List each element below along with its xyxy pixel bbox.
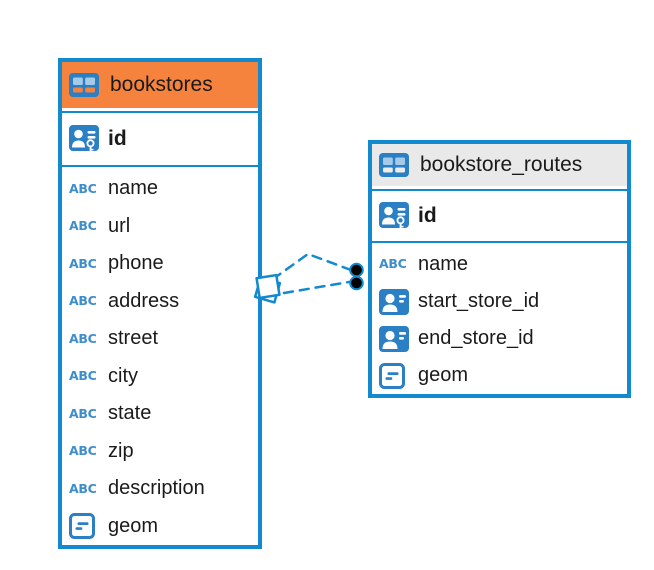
text-type-icon: ABC bbox=[69, 368, 97, 383]
relationship-endpoint-dot-top[interactable] bbox=[349, 262, 364, 278]
relationship-endpoint-dot-bottom[interactable] bbox=[349, 275, 364, 291]
column-name: state bbox=[108, 402, 152, 425]
column-row[interactable]: ABC url bbox=[62, 208, 258, 246]
table-title: bookstores bbox=[110, 73, 213, 96]
column-row[interactable]: ABC city bbox=[62, 358, 258, 396]
column-row[interactable]: start_store_id bbox=[372, 283, 627, 320]
text-type-icon: ABC bbox=[69, 480, 97, 496]
column-row[interactable]: geom bbox=[372, 357, 627, 394]
divider bbox=[372, 189, 627, 191]
text-type-icon: ABC bbox=[69, 293, 97, 308]
table-title: bookstore_routes bbox=[420, 153, 583, 176]
column-name: id bbox=[108, 127, 127, 150]
table-bookstores[interactable]: bookstores id ABC name bbox=[58, 58, 262, 549]
column-name: zip bbox=[108, 439, 134, 462]
column-name: name bbox=[108, 177, 159, 200]
relationship-line-upper[interactable] bbox=[271, 252, 353, 281]
column-row[interactable]: ABC name bbox=[372, 246, 627, 283]
geometry-type-icon bbox=[379, 362, 412, 389]
column-name: city bbox=[108, 364, 138, 387]
text-type-icon: ABC bbox=[69, 180, 97, 196]
column-row[interactable]: ABC zip bbox=[62, 433, 258, 471]
column-row-pk[interactable]: id bbox=[372, 194, 627, 238]
table-icon bbox=[69, 73, 102, 97]
column-row[interactable]: ABC phone bbox=[62, 245, 258, 283]
divider bbox=[62, 111, 258, 113]
column-name: geom bbox=[418, 364, 469, 386]
column-name: street bbox=[108, 327, 159, 350]
column-name: name bbox=[418, 253, 469, 275]
text-type-icon: ABC bbox=[69, 330, 97, 346]
column-row[interactable]: geom bbox=[62, 508, 258, 546]
column-row[interactable]: ABC address bbox=[62, 283, 258, 321]
column-name: id bbox=[418, 204, 437, 227]
geometry-type-icon bbox=[69, 513, 102, 540]
primary-key-icon bbox=[69, 125, 102, 153]
column-name: geom bbox=[108, 514, 159, 537]
table-bookstore-routes-header[interactable]: bookstore_routes bbox=[372, 144, 627, 186]
divider bbox=[372, 241, 627, 243]
text-type-icon: ABC bbox=[69, 218, 97, 233]
relationship-line-lower[interactable] bbox=[282, 280, 351, 295]
column-name: phone bbox=[108, 252, 164, 275]
text-type-icon: ABC bbox=[69, 443, 97, 458]
text-type-icon: ABC bbox=[69, 255, 97, 271]
table-bookstore-routes[interactable]: bookstore_routes id ABC name bbox=[368, 140, 631, 398]
divider bbox=[62, 165, 258, 167]
column-name: description bbox=[108, 477, 205, 500]
column-row[interactable]: ABC state bbox=[62, 395, 258, 433]
column-row-pk[interactable]: id bbox=[62, 116, 258, 162]
column-row[interactable]: ABC description bbox=[62, 470, 258, 508]
table-bookstores-header[interactable]: bookstores bbox=[62, 62, 258, 108]
column-name: start_store_id bbox=[418, 290, 540, 312]
reference-type-icon bbox=[379, 325, 412, 352]
primary-key-icon bbox=[379, 202, 412, 230]
column-row[interactable]: ABC street bbox=[62, 320, 258, 358]
table-icon bbox=[379, 153, 412, 177]
column-name: address bbox=[108, 289, 180, 312]
column-row[interactable]: ABC name bbox=[62, 170, 258, 208]
column-row[interactable]: end_store_id bbox=[372, 320, 627, 357]
column-name: url bbox=[108, 214, 131, 237]
text-type-icon: ABC bbox=[379, 256, 407, 272]
text-type-icon: ABC bbox=[69, 405, 97, 421]
reference-type-icon bbox=[379, 288, 412, 315]
column-name: end_store_id bbox=[418, 327, 534, 349]
